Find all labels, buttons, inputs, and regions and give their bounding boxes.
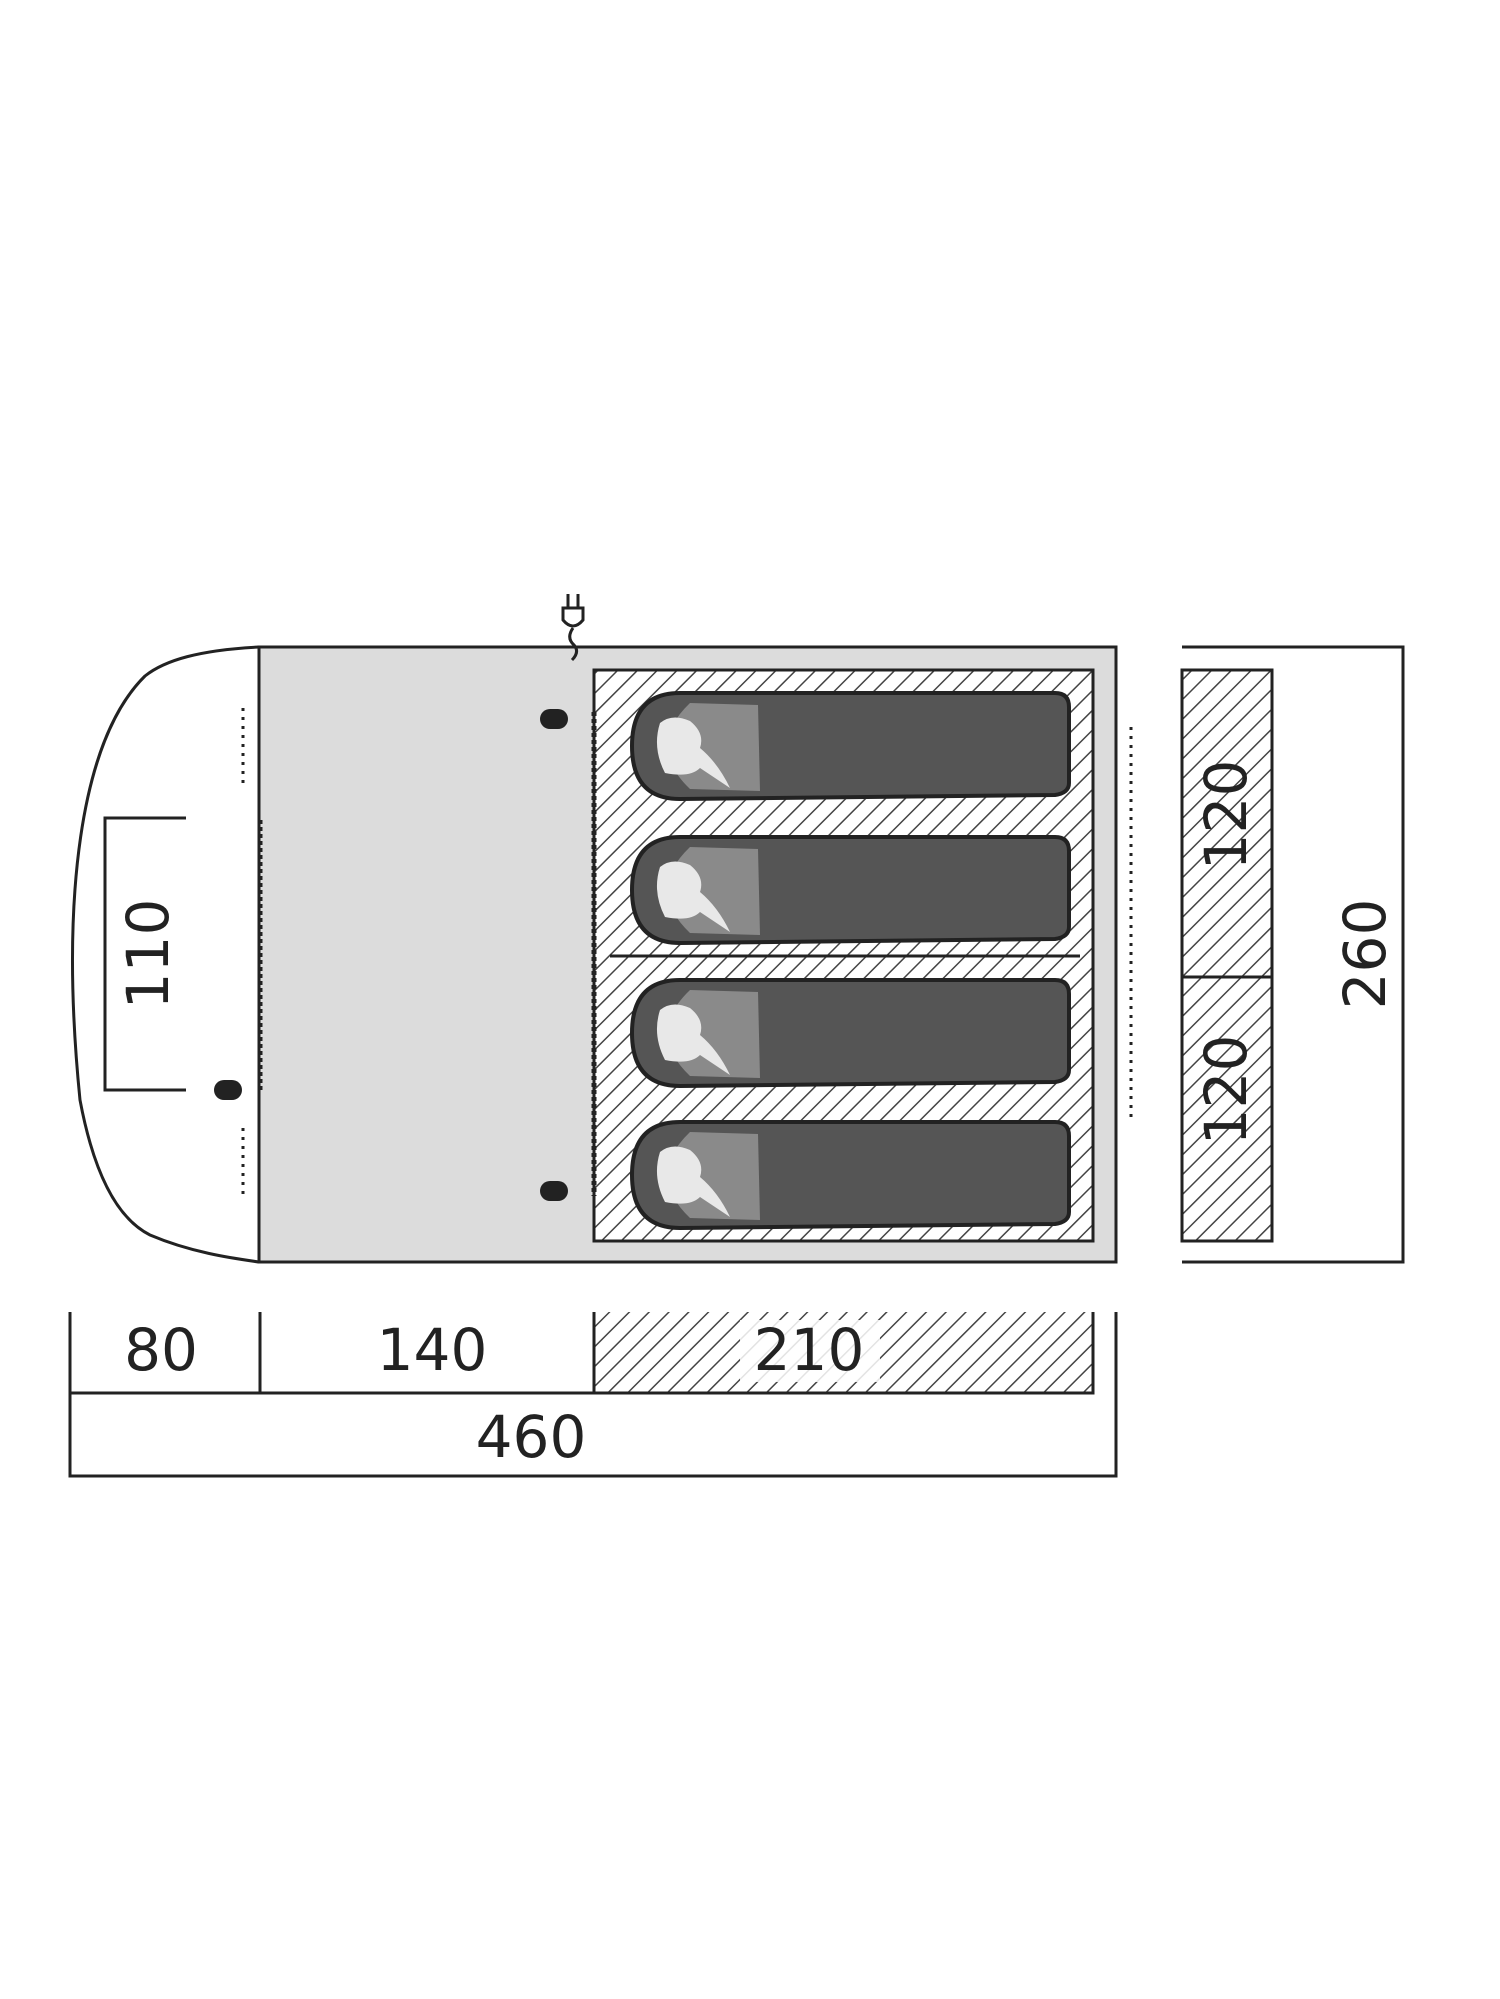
cabin-width-label: 120	[1192, 1035, 1260, 1146]
tent-pole-icon	[540, 709, 568, 729]
sleeping-bag	[629, 1120, 1071, 1231]
person-head-icon	[656, 717, 730, 788]
person-head-icon	[656, 1004, 730, 1075]
sleeping-bag	[629, 691, 1071, 802]
bedroom-depth-label: 210	[754, 1316, 865, 1384]
sleeping-bag	[629, 835, 1071, 946]
sleeping-bag	[629, 978, 1071, 1089]
person-head-icon	[656, 861, 730, 932]
person-head-icon	[656, 1146, 730, 1217]
total-width-bracket	[1182, 645, 1405, 1264]
power-plug-icon	[561, 594, 585, 662]
tent-pole-icon	[540, 1181, 568, 1201]
door-width-label: 110	[114, 899, 182, 1010]
total-width-label: 260	[1331, 899, 1399, 1010]
vestibule-depth-label: 80	[124, 1316, 198, 1384]
living-depth-label: 140	[377, 1316, 488, 1384]
tent-pole-icon	[214, 1080, 242, 1100]
cabin-width-label: 120	[1192, 760, 1260, 871]
vestibule-outline	[71, 645, 260, 1264]
cabin-width-hatch	[1180, 668, 1274, 1243]
length-brackets	[68, 1312, 1118, 1478]
total-length-label: 460	[476, 1403, 587, 1471]
door-width-bracket	[103, 816, 186, 1092]
